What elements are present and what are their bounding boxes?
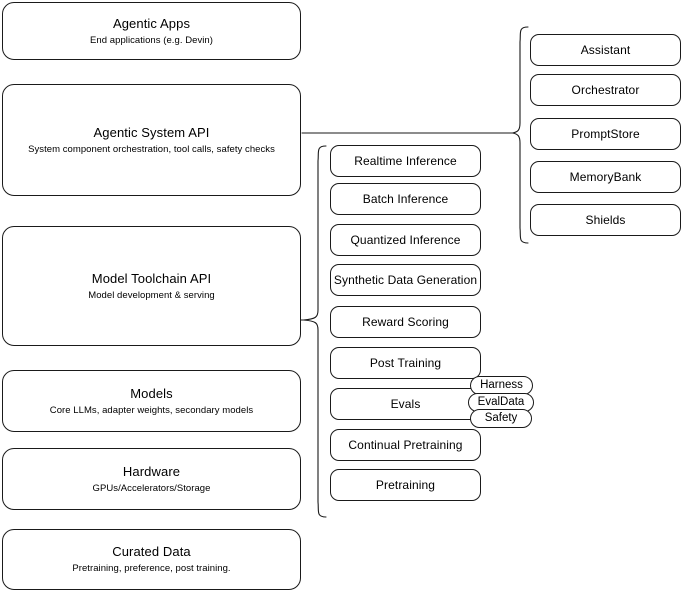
component-reward-scoring[interactable]: Reward Scoring: [330, 306, 481, 338]
badge-label: Safety: [484, 412, 518, 424]
badge-label: EvalData: [477, 396, 525, 408]
component-label: Quantized Inference: [350, 232, 461, 247]
layer-hardware[interactable]: Hardware GPUs/Accelerators/Storage: [2, 448, 301, 510]
component-label: Pretraining: [375, 477, 436, 492]
layer-agentic-system-api[interactable]: Agentic System API System component orch…: [2, 84, 301, 196]
component-evals[interactable]: Evals: [330, 388, 481, 420]
layer-title: Model Toolchain API: [91, 270, 212, 286]
component-label: PromptStore: [571, 126, 640, 141]
brace-system-components: [511, 26, 529, 244]
layer-title: Agentic Apps: [112, 15, 191, 31]
component-label: MemoryBank: [569, 169, 642, 184]
component-shields[interactable]: Shields: [530, 204, 681, 236]
component-label: Post Training: [369, 355, 442, 370]
component-promptstore[interactable]: PromptStore: [530, 118, 681, 150]
badge-safety[interactable]: Safety: [470, 409, 532, 428]
component-label: Shields: [585, 212, 626, 227]
component-quantized-inference[interactable]: Quantized Inference: [330, 224, 481, 256]
layer-title: Curated Data: [112, 544, 191, 559]
component-label: Evals: [390, 396, 421, 411]
component-synthetic-data-generation[interactable]: Synthetic Data Generation: [330, 264, 481, 296]
layer-subtitle: GPUs/Accelerators/Storage: [92, 482, 211, 494]
component-post-training[interactable]: Post Training: [330, 347, 481, 379]
component-label: Batch Inference: [362, 191, 449, 206]
component-memorybank[interactable]: MemoryBank: [530, 161, 681, 193]
component-batch-inference[interactable]: Batch Inference: [330, 183, 481, 215]
layer-title: Models: [130, 385, 173, 401]
layer-model-toolchain-api[interactable]: Model Toolchain API Model development & …: [2, 226, 301, 346]
badge-label: Harness: [480, 379, 523, 391]
component-label: Assistant: [580, 42, 631, 57]
component-label: Continual Pretraining: [348, 437, 463, 452]
component-continual-pretraining[interactable]: Continual Pretraining: [330, 429, 481, 461]
component-pretraining[interactable]: Pretraining: [330, 469, 481, 501]
layer-title: Agentic System API: [93, 124, 210, 140]
layer-subtitle: Core LLMs, adapter weights, secondary mo…: [49, 404, 254, 416]
component-label: Synthetic Data Generation: [333, 272, 478, 287]
component-label: Realtime Inference: [354, 153, 457, 168]
layer-curated-data[interactable]: Curated Data Pretraining, preference, po…: [2, 529, 301, 590]
layer-subtitle: Pretraining, preference, post training.: [72, 563, 231, 574]
layer-subtitle: Model development & serving: [88, 289, 215, 301]
component-orchestrator[interactable]: Orchestrator: [530, 74, 681, 106]
brace-toolchain-components: [302, 145, 327, 518]
layer-agentic-apps[interactable]: Agentic Apps End applications (e.g. Devi…: [2, 2, 301, 60]
layer-title: Hardware: [122, 463, 181, 479]
layer-models[interactable]: Models Core LLMs, adapter weights, secon…: [2, 370, 301, 432]
component-label: Reward Scoring: [362, 314, 449, 329]
component-assistant[interactable]: Assistant: [530, 34, 681, 66]
layer-subtitle: End applications (e.g. Devin): [90, 34, 213, 46]
layer-subtitle: System component orchestration, tool cal…: [28, 143, 275, 155]
component-realtime-inference[interactable]: Realtime Inference: [330, 145, 481, 177]
component-label: Orchestrator: [571, 82, 640, 97]
